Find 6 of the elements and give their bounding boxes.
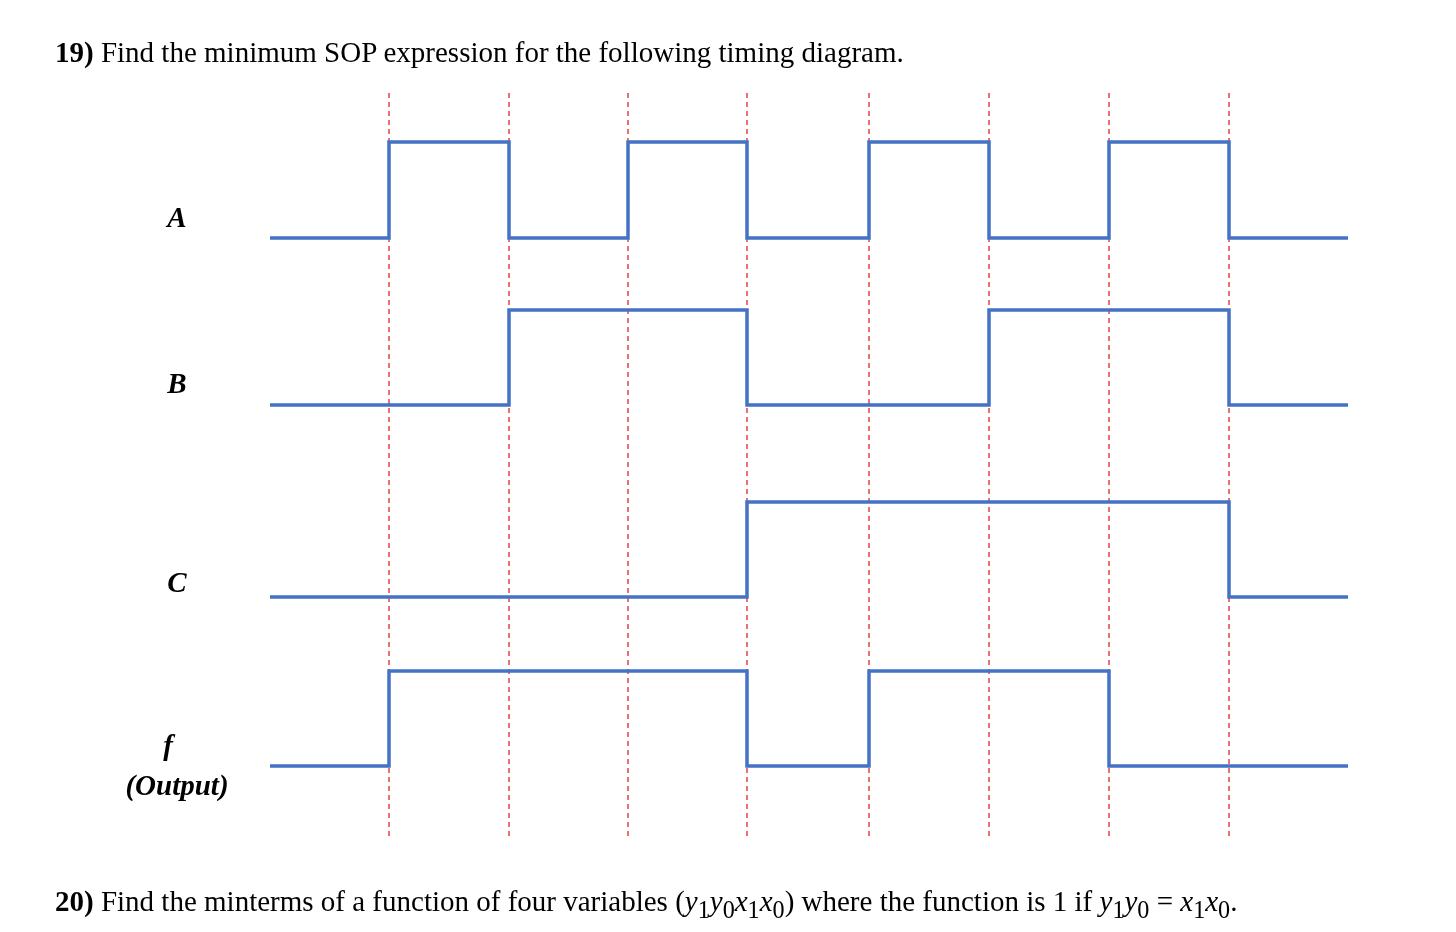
signal-label: (Output) bbox=[125, 768, 229, 802]
signal-label: B bbox=[167, 366, 187, 400]
signal-label: A bbox=[167, 200, 187, 234]
signal-label: C bbox=[167, 565, 187, 599]
question-text: 19) Find the minimum SOP expression for the following timing diagram. bbox=[55, 36, 904, 69]
question-text: 20) Find the minterms of a function of four variables (y$_{1}$y$_{0}$x$_{1}$x$_{0}$) where the function is 1 if y$_{1}$y$_{0}$ = x$_{1}$x$_{0}$. bbox=[55, 885, 1238, 924]
